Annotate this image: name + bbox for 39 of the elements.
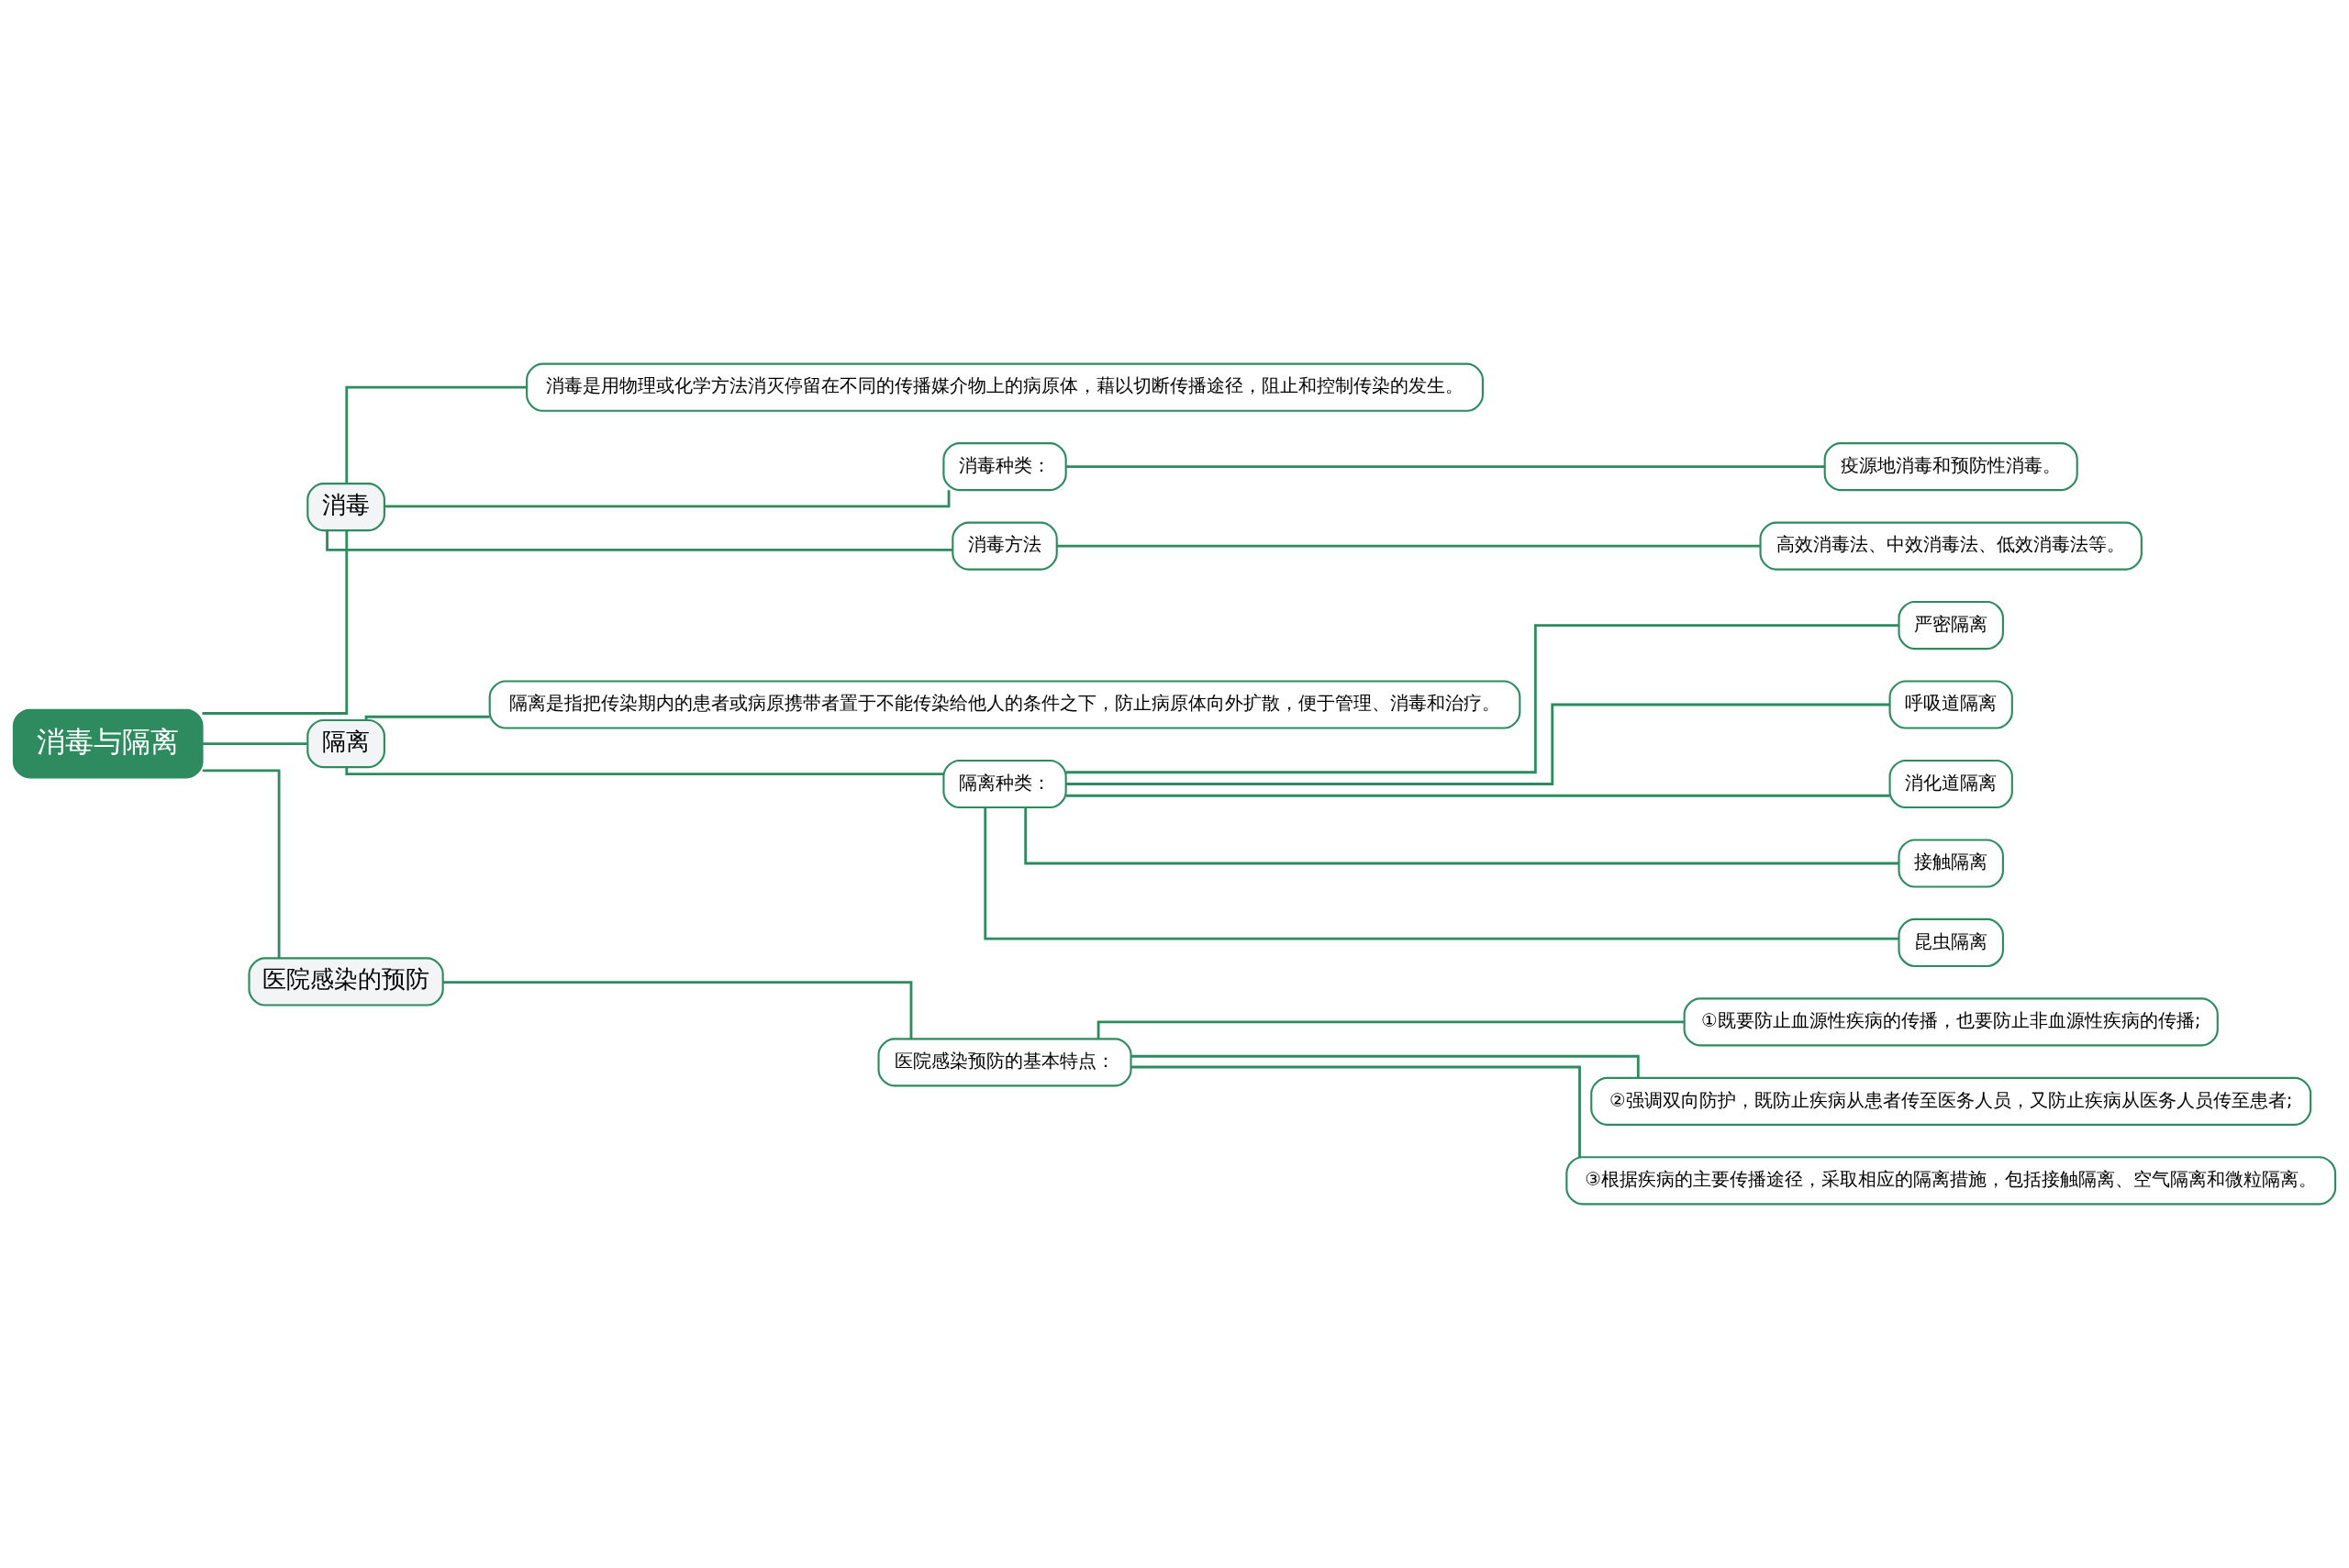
connector	[1130, 1065, 1581, 1158]
connector	[1056, 544, 1761, 548]
node-box: 医院感染的预防	[248, 957, 444, 1006]
connector	[202, 769, 281, 958]
connector	[1097, 1020, 1685, 1040]
node-box: 严密隔离	[1898, 601, 2004, 651]
connector	[345, 767, 944, 776]
connector	[1065, 794, 1890, 797]
connector	[364, 715, 490, 720]
node-box: 医院感染预防的基本特点：	[877, 1038, 1132, 1087]
node-box: 消毒方法	[952, 521, 1058, 571]
connector	[202, 742, 307, 745]
node-box: 高效消毒法、中效消毒法、低效消毒法等。	[1759, 521, 2143, 571]
node-box: ③根据疾病的主要传播途径，采取相应的隔离措施，包括接触隔离、空气隔离和微粒隔离。	[1565, 1156, 2337, 1206]
connector	[442, 981, 913, 1040]
node-box: 消毒是用物理或化学方法消灭停留在不同的传播媒介物上的病原体，藉以切断传播途径，阻止和控制传染的发生。	[526, 362, 1484, 412]
node-box: ①既要防止血源性疾病的传播，也要防止非血源性疾病的传播;	[1683, 997, 2219, 1047]
node-box: 接触隔离	[1898, 839, 2004, 888]
node-box: ②强调双向防护，既防止疾病从患者传至医务人员，又防止疾病从医务人员传至患者;	[1590, 1076, 2312, 1126]
node-box: 消化道隔离	[1888, 759, 2013, 809]
node-box: 消毒	[306, 483, 385, 532]
node-box: 隔离	[306, 719, 385, 769]
connector	[384, 490, 951, 508]
connector	[1065, 465, 1825, 469]
connector	[345, 385, 527, 484]
node-box: 隔离种类：	[942, 759, 1067, 809]
connector	[326, 530, 953, 551]
connector	[1065, 624, 1899, 774]
node-box: 消毒种类：	[942, 442, 1067, 492]
connector	[202, 530, 349, 715]
connector	[1065, 703, 1890, 785]
node-box: 隔离是指把传染期内的患者或病原携带者置于不能传染给他人的条件之下，防止病原体向外扩散，便于管理、消毒和治疗。	[488, 680, 1521, 729]
connector	[1130, 1054, 1640, 1078]
node-box: 昆虫隔离	[1898, 917, 2004, 967]
connector	[984, 807, 1899, 940]
node-box: 呼吸道隔离	[1888, 680, 2013, 729]
connector	[1024, 807, 1899, 865]
node-box: 疫源地消毒和预防性消毒。	[1823, 442, 2078, 492]
node-box: 消毒与隔离	[12, 708, 204, 779]
